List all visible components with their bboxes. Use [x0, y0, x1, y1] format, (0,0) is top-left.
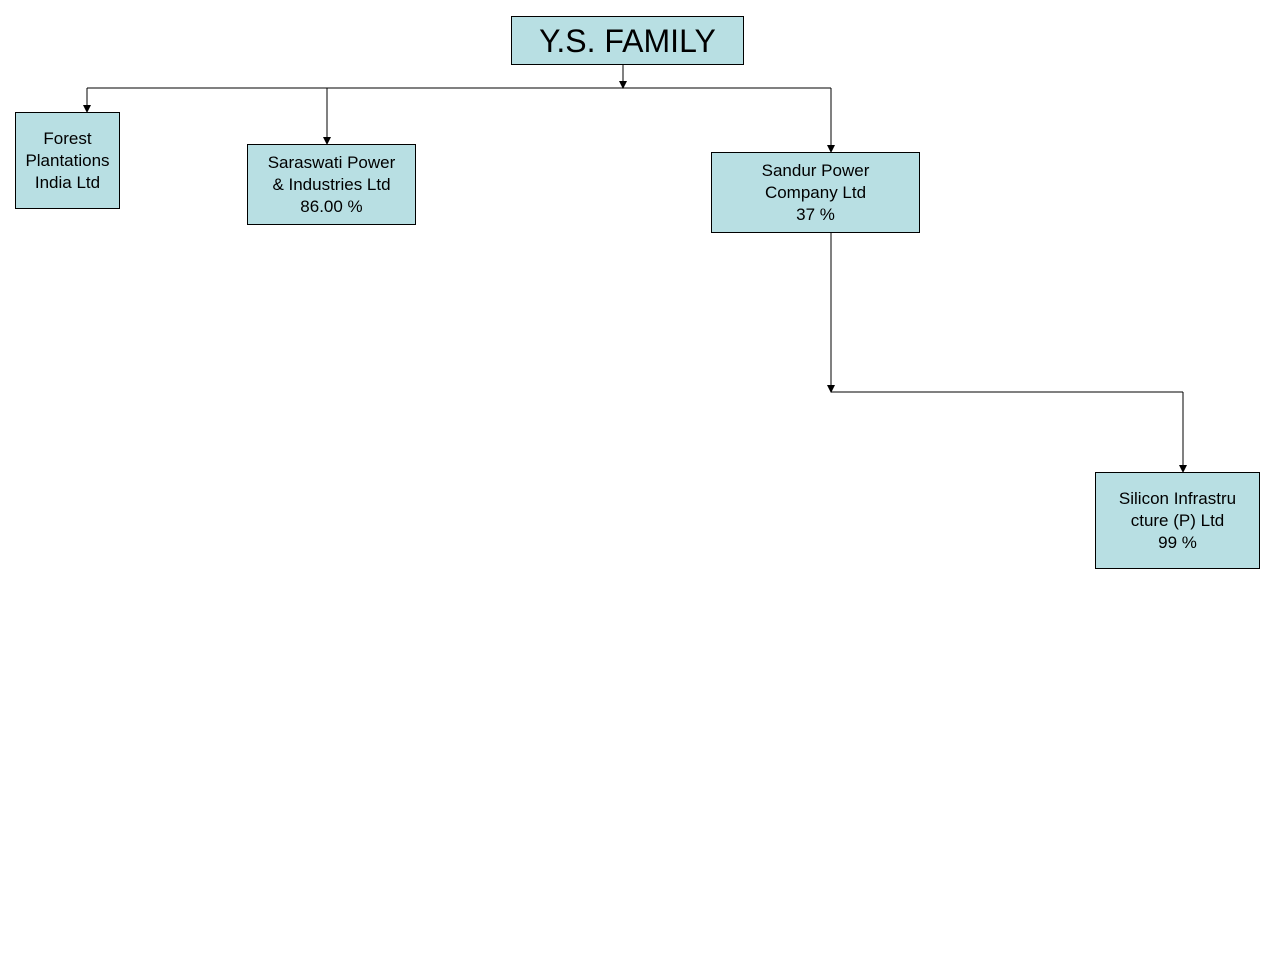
node-silicon-line-1: Silicon Infrastru — [1118, 488, 1237, 508]
node-sandur-percentage: 37 % — [796, 204, 835, 224]
node-forest-line-3: India Ltd — [34, 172, 101, 192]
node-silicon-infrastructure: Silicon Infrastru cture (P) Ltd 99 % — [1095, 472, 1260, 569]
node-silicon-line-2: cture (P) Ltd — [1130, 510, 1225, 530]
node-sandur-line-2: Company Ltd — [764, 182, 867, 202]
node-forest-plantations: Forest Plantations India Ltd — [15, 112, 120, 209]
node-sandur-line-1: Sandur Power — [761, 160, 870, 180]
node-forest-line-1: Forest — [43, 128, 92, 148]
node-saraswati-power: Saraswati Power & Industries Ltd 86.00 % — [247, 144, 416, 225]
node-saraswati-percentage: 86.00 % — [300, 196, 363, 216]
node-sandur-power: Sandur Power Company Ltd 37 % — [711, 152, 920, 233]
node-saraswati-line-1: Saraswati Power — [267, 152, 396, 172]
node-ys-family: Y.S. FAMILY — [511, 16, 744, 65]
node-ys-family-title: Y.S. FAMILY — [539, 22, 716, 59]
node-saraswati-line-2: & Industries Ltd — [272, 174, 391, 194]
node-silicon-percentage: 99 % — [1158, 532, 1197, 552]
node-forest-line-2: Plantations — [25, 150, 110, 170]
